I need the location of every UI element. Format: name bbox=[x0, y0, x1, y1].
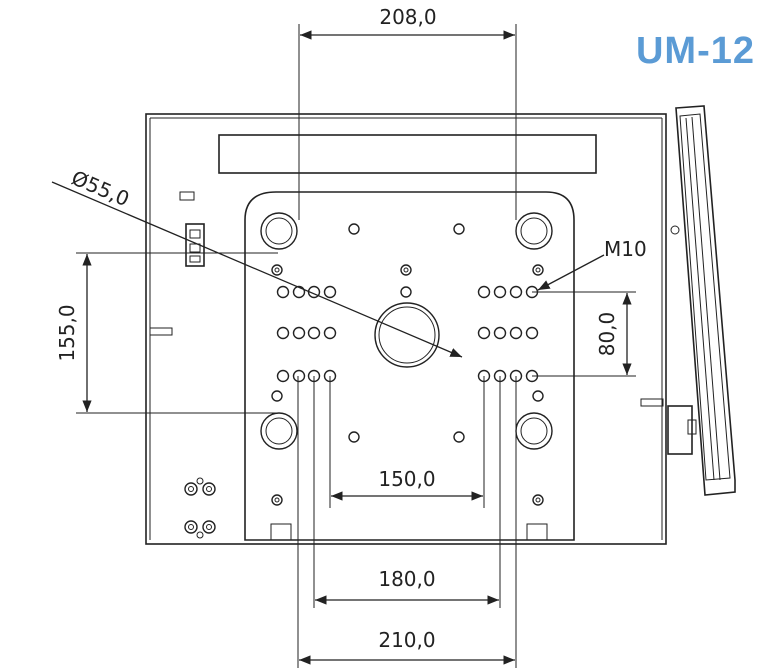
side-connector bbox=[185, 223, 205, 267]
dimension-180: 180,0 bbox=[313, 376, 501, 608]
dimension-208: 208,0 bbox=[298, 5, 517, 220]
dimension-210-label: 210,0 bbox=[378, 628, 435, 652]
dimension-150: 150,0 bbox=[329, 376, 485, 508]
mounting-plate bbox=[244, 191, 575, 541]
dimension-155: 155,0 bbox=[55, 252, 278, 414]
thread-leader: M10 bbox=[537, 237, 647, 291]
diameter-label: Ø55,0 bbox=[68, 166, 133, 212]
dimension-150-label: 150,0 bbox=[378, 467, 435, 491]
right-tab bbox=[640, 398, 664, 407]
left-tab bbox=[149, 327, 173, 336]
model-title: UM-12 bbox=[635, 30, 755, 72]
dimension-180-label: 180,0 bbox=[378, 567, 435, 591]
small-tab bbox=[179, 191, 195, 201]
side-profile bbox=[667, 105, 736, 496]
screw-terminals bbox=[184, 477, 216, 539]
thread-label: M10 bbox=[604, 237, 647, 261]
top-slot bbox=[218, 134, 597, 174]
dimension-80: 80,0 bbox=[532, 291, 636, 377]
dimension-208-label: 208,0 bbox=[379, 5, 436, 29]
dimension-210: 210,0 bbox=[297, 376, 517, 668]
dimension-155-label: 155,0 bbox=[55, 304, 79, 361]
outer-housing bbox=[145, 113, 667, 545]
dimension-80-label: 80,0 bbox=[595, 312, 619, 357]
